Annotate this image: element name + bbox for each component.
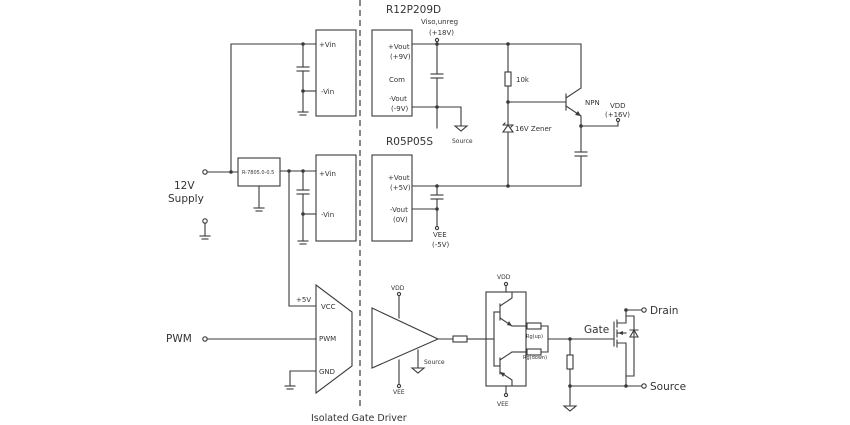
gate-series-resistor [452,335,468,343]
converter-bottom-vin-pos: +Vin [319,170,336,178]
top-secondary-wiring: Viso,unreg (+18V) Source [411,18,582,229]
converter-top-name: R12P209D [386,4,441,16]
regulator-label: R-7805.0-0.5 [242,170,274,176]
converter-bottom-vout-neg-value: (0V) [393,216,408,224]
drain-label: Drain [650,305,678,317]
converter-bottom-vout-pos-value: (+5V) [390,184,411,192]
driver-gnd-pin: GND [319,368,335,376]
vdd-out-label: VDD [610,102,626,110]
resistor-rg-up [526,322,542,330]
converter-top-vin-neg: -Vin [321,88,334,96]
totem-pole-stage: VDD VEE Rg(up) Rg(down) [480,274,615,408]
viso-rail-label: Viso,unreg [421,18,458,26]
vdd-out-value: (+16V) [605,111,630,119]
converter-top-vin-pos: +Vin [319,41,336,49]
zener-diode-icon [501,122,515,133]
resistor-10k [504,71,512,87]
mosfet-icon [613,309,639,387]
drain-terminal[interactable] [641,307,647,313]
source-label: Source [650,381,686,393]
converter-top-com: Com [389,76,405,84]
source-terminal[interactable] [641,383,647,389]
lower-transistor-icon [493,351,513,387]
driver-output-amplifier [371,307,440,369]
converter-top-vout-pos: +Vout [388,43,410,51]
driver-primary: VCC PWM GND PWM Isolated Gate Driver [166,283,407,424]
converter-bottom-secondary-box [371,154,413,242]
driver-pwm-pin: PWM [319,335,336,343]
converter-bottom-vout-pos: +Vout [388,174,410,182]
resistor-rg-down-label: Rg(down) [523,355,547,361]
vee-rail-label: VEE [433,231,447,239]
resistor-rg-up-label: Rg(up) [526,334,543,340]
gate-pulldown-resistor [566,354,574,370]
driver-caption: Isolated Gate Driver [311,413,407,424]
npn-transistor-icon [565,87,582,117]
supply-label-line1: 12V [174,180,195,192]
driver-input-block [315,283,353,395]
resistor-10k-label: 10k [516,76,530,84]
vee-rail-value: (-5V) [432,241,449,249]
driver-vdd-label: VDD [391,285,405,292]
top-primary-wiring [230,42,317,173]
converter-bottom-vout-neg: -Vout [390,206,408,214]
supply-input: 12V Supply R-7805.0-0.5 +5V [168,157,317,307]
stage-vdd-label: VDD [497,274,511,281]
driver-secondary: VDD VEE Source [371,285,482,396]
converter-bottom-name: R05P05S [386,136,433,148]
upper-transistor-icon [493,291,513,327]
driver-source-label: Source [424,359,445,366]
converter-bottom-vin-neg: -Vin [321,211,334,219]
converter-bottom-primary-box [315,154,357,242]
converter-top-secondary-box [371,29,413,117]
driver-vee-label: VEE [393,389,405,396]
converter-top-vout-neg: -Vout [389,95,407,103]
mosfet-output: Gate Drain Source [562,305,686,412]
npn-label: NPN [585,99,600,107]
converter-top-vout-neg-value: (-9V) [391,105,408,113]
gate-label: Gate [584,324,609,336]
viso-rail-value: (+18V) [429,29,454,37]
converter-top: R12P209D +Vin -Vin +Vout (+9V) Com -Vout… [315,4,441,117]
converter-top-primary-box [315,29,357,117]
regulator-box [237,157,281,187]
zener-label: 16V Zener [515,125,552,133]
source-ground-top: Source [452,138,473,145]
driver-vcc-pin: VCC [321,303,336,311]
plus5v-label: +5V [296,296,311,304]
stage-vee-label: VEE [497,401,509,408]
converter-bottom: R05P05S +Vin -Vin +Vout (+5V) -Vout (0V)… [315,136,449,249]
converter-top-vout-pos-value: (+9V) [390,53,411,61]
pwm-input-label: PWM [166,333,192,345]
vdd-regulator: 10k 16V Zener NPN VDD (+16V) [434,37,630,187]
supply-label-line2: Supply [168,193,204,205]
